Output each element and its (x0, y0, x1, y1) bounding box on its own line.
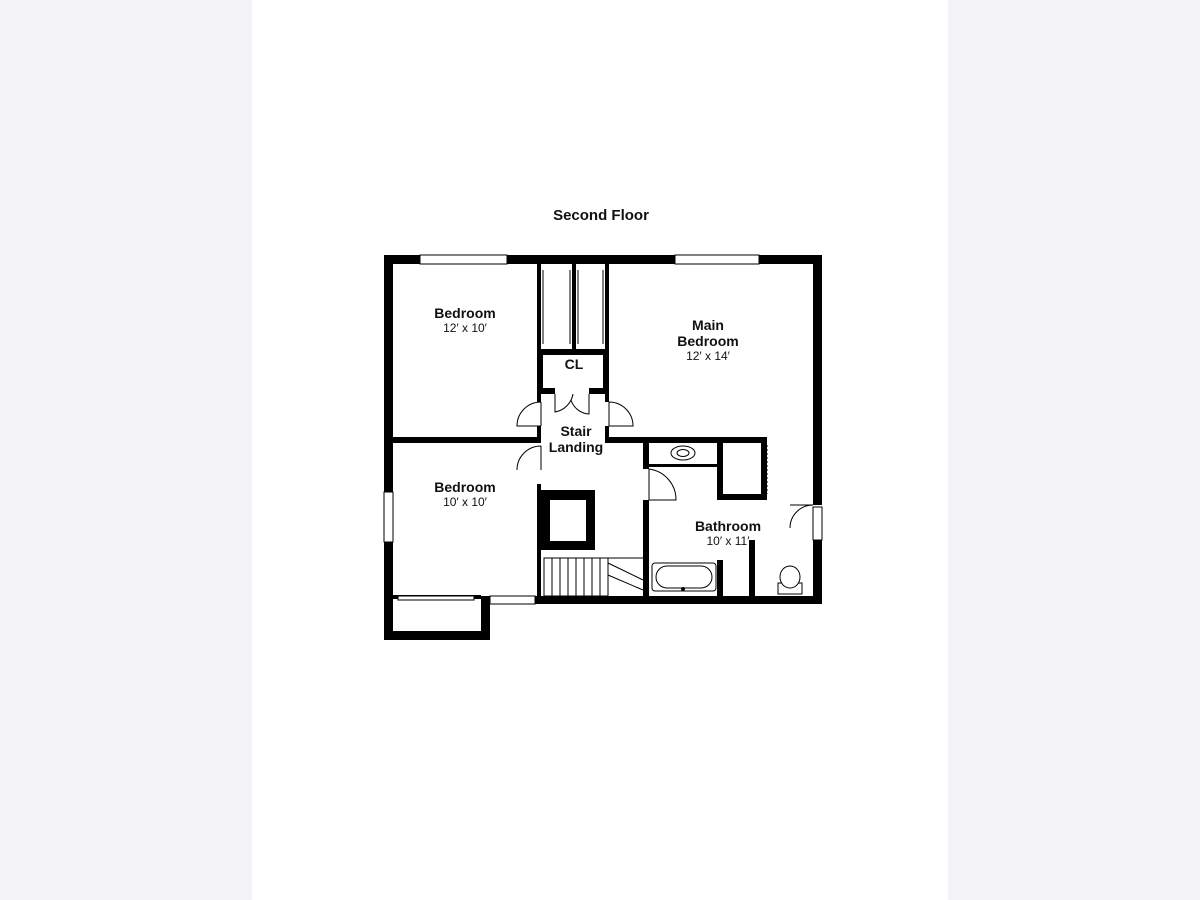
bathroom-fixtures (651, 445, 803, 595)
window-main-bedroom (674, 254, 760, 265)
stair-well (541, 490, 595, 550)
room-name-bedroom-sw: Bedroom (434, 479, 495, 495)
closet-door-swing (554, 393, 574, 413)
window-west (383, 491, 394, 543)
room-size-bathroom: 10′ x 11′ (707, 534, 751, 548)
bedroom-sw-door-swing (516, 445, 542, 471)
room-size-bedroom-nw: 12′ x 10′ (443, 321, 488, 335)
door-swings (516, 393, 814, 529)
main-bedroom-door-swing (608, 401, 634, 427)
closet-doors (542, 270, 604, 344)
windows (383, 254, 823, 605)
window-balcony (397, 595, 475, 601)
floor-plan: Second Floor (383, 207, 823, 640)
window-bathroom (812, 506, 823, 541)
stairs (543, 557, 644, 597)
room-size-main-bedroom: 12′ x 14′ (686, 349, 731, 363)
window-south (489, 595, 536, 605)
closet-door-swing-2 (570, 394, 590, 415)
room-name-stair-landing-line2: Landing (549, 439, 603, 455)
bath-side-door-swing (789, 504, 814, 529)
bathroom-door-swing (648, 468, 677, 501)
room-name-main-bedroom-line1: Main (692, 317, 724, 333)
room-name-bathroom: Bathroom (695, 518, 761, 534)
room-name-stair-landing-line1: Stair (560, 423, 592, 439)
floor-title: Second Floor (553, 207, 649, 224)
floor-plan-drawing: Bedroom 12′ x 10′ Main Bedroom 12′ x 14′… (383, 254, 823, 640)
window-nw (419, 254, 508, 265)
room-name-main-bedroom-line2: Bedroom (677, 333, 738, 349)
toilet-bowl (779, 565, 801, 589)
bathtub (651, 562, 717, 592)
interior-walls (393, 264, 767, 596)
room-name-bedroom-nw: Bedroom (434, 305, 495, 321)
room-labels: Bedroom 12′ x 10′ Main Bedroom 12′ x 14′… (434, 305, 761, 548)
room-name-closet: CL (565, 356, 584, 372)
room-size-bedroom-sw: 10′ x 10′ (443, 495, 488, 509)
sink (670, 445, 696, 461)
floor-plan-sheet: Second Floor (252, 0, 948, 900)
bedroom-nw-door-swing (516, 401, 542, 427)
